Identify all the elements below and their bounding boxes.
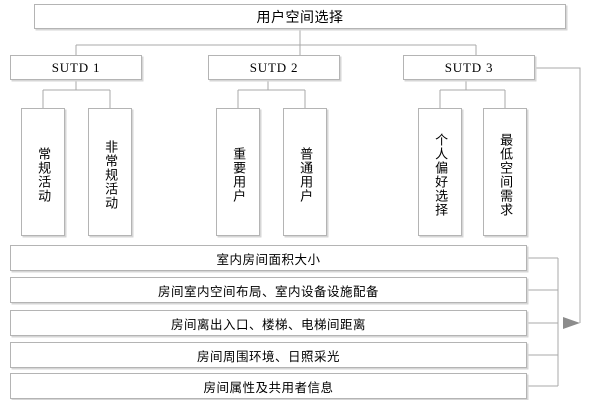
node-attribute-distance-entrance-label: 房间离出入口、楼梯、电梯间距离 xyxy=(170,317,366,332)
node-important-user-label: 重要用户 xyxy=(231,147,247,203)
node-personal-preference[interactable]: 个人偏好选择 xyxy=(418,108,462,236)
arrow-head-icon xyxy=(563,317,580,329)
edge-feedback-path xyxy=(535,67,581,323)
node-regular-activity-label: 常规活动 xyxy=(36,147,52,203)
node-attribute-layout-equipment-label: 房间室内空间布局、室内设备设施配备 xyxy=(157,284,379,299)
node-attribute-room-area-label: 室内房间面积大小 xyxy=(216,252,321,267)
node-attribute-layout-equipment[interactable]: 房间室内空间布局、室内设备设施配备 xyxy=(10,277,527,303)
node-minimum-space-demand[interactable]: 最低空间需求 xyxy=(483,108,527,236)
node-attribute-distance-entrance[interactable]: 房间离出入口、楼梯、电梯间距离 xyxy=(10,310,527,336)
node-irregular-activity[interactable]: 非常规活动 xyxy=(88,108,132,236)
node-attribute-room-property-sharers[interactable]: 房间属性及共用者信息 xyxy=(10,373,527,399)
node-sutd-3[interactable]: SUTD 3 xyxy=(403,55,535,80)
node-personal-preference-label: 个人偏好选择 xyxy=(433,133,449,217)
node-sutd-1[interactable]: SUTD 1 xyxy=(10,55,142,80)
node-attribute-room-property-sharers-label: 房间属性及共用者信息 xyxy=(203,380,334,395)
node-root-user-space-selection[interactable]: 用户空间选择 xyxy=(34,4,566,29)
node-sutd-3-label: SUTD 3 xyxy=(444,59,494,75)
node-ordinary-user-label: 普通用户 xyxy=(298,147,314,203)
node-important-user[interactable]: 重要用户 xyxy=(216,108,260,236)
node-sutd-2[interactable]: SUTD 2 xyxy=(208,55,340,80)
node-sutd-1-label: SUTD 1 xyxy=(51,59,101,75)
node-regular-activity[interactable]: 常规活动 xyxy=(21,108,65,236)
node-attribute-surroundings-daylight[interactable]: 房间周围环境、日照采光 xyxy=(10,342,527,368)
node-sutd-2-label: SUTD 2 xyxy=(249,59,299,75)
node-attribute-surroundings-daylight-label: 房间周围环境、日照采光 xyxy=(196,349,340,364)
node-root-label: 用户空间选择 xyxy=(256,8,344,25)
node-ordinary-user[interactable]: 普通用户 xyxy=(283,108,327,236)
node-attribute-room-area[interactable]: 室内房间面积大小 xyxy=(10,245,527,271)
node-irregular-activity-label: 非常规活动 xyxy=(103,140,119,210)
node-minimum-space-demand-label: 最低空间需求 xyxy=(498,133,514,217)
